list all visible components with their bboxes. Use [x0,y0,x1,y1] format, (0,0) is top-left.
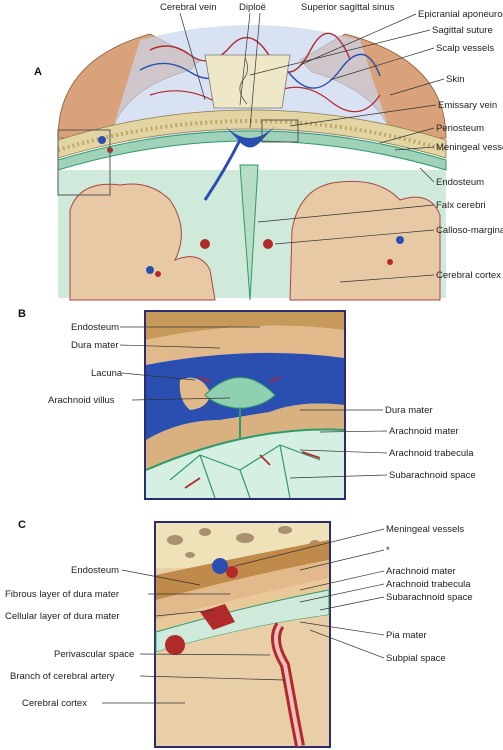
callosomarginal-left-dot [200,239,210,249]
dura-fold [179,377,210,410]
arrow-b2 [259,454,271,466]
label-arachnoid-mater-b: Arachnoid mater [389,426,459,437]
arrow-b3 [301,451,321,459]
label-perivascular-space: Perivascular space [54,649,134,660]
arachnoid-mater-b [145,428,345,471]
label-arachnoid-villus: Arachnoid villus [48,395,115,406]
meningeal-vein-c [212,558,228,574]
panel-b-leaders [119,326,388,479]
label-cerebral-vein: Cerebral vein [160,2,217,13]
trabeculae-b [169,444,321,499]
dura-b-top [146,325,344,365]
cortex-right [289,180,441,301]
cerebral-vein-path [203,139,242,201]
label-superior-sagittal-sinus: Superior sagittal sinus [301,2,395,13]
label-subarachnoid-space-c: Subarachnoid space [386,592,473,603]
label-periosteum: Periosteum [436,123,484,134]
panel-a-leaders [179,12,445,283]
vessel-dot-a4 [387,259,393,265]
panel-c-leaders [102,528,385,704]
label-epicranial-aponeurosis: Epicranial aponeurosis [418,9,503,20]
vessel-dot-a2 [155,271,161,277]
label-cerebral-cortex-c: Cerebral cortex [22,698,87,709]
arachnoid-villus [204,377,276,409]
skull-bone [57,109,447,159]
panel-c-letter: C [18,519,26,531]
label-arachnoid-trabecula-b: Arachnoid trabecula [389,448,474,459]
label-arachnoid-mater-c: Arachnoid mater [386,566,456,577]
label-subpial-space: Subpial space [386,653,446,664]
superior-sagittal-sinus [225,126,275,148]
label-cerebral-cortex-a: Cerebral cortex [436,270,501,281]
vessel-dot-a1 [146,266,154,274]
cortex-left [69,183,216,301]
label-skin: Skin [446,74,464,85]
label-pia-mater: Pia mater [386,630,427,641]
vessel-dot-a3 [396,236,404,244]
inset-box-c-marker [57,129,111,196]
meningeal-artery-c [226,566,238,578]
panel-a-letter: A [34,66,42,78]
inset-box-b-marker [261,119,299,143]
label-arachnoid-trabecula-c: Arachnoid trabecula [386,579,471,590]
label-sagittal-suture: Sagittal suture [432,25,493,36]
panel-b-illustration [144,310,346,500]
label-endosteum-a: Endosteum [436,177,484,188]
cortex-c [156,615,329,746]
vessel-c-left [165,635,185,655]
dura-b-right [146,403,344,470]
panel-b-letter: B [18,308,26,320]
label-dura-mater-b-left: Dura mater [71,340,119,351]
aponeurosis-block [204,54,291,109]
label-endosteum-c: Endosteum [71,565,119,576]
label-branch-cerebral-artery: Branch of cerebral artery [10,671,115,682]
label-lacuna: Lacuna [91,368,123,379]
label-callosomarginal-artery: Calloso-marginal artery [436,225,503,236]
label-scalp-vessels: Scalp vessels [436,43,494,54]
cellular-layer-c [156,578,329,632]
label-meningeal-vessels: Meningeal vessels [436,142,503,153]
scalp-artery [149,32,351,73]
meningeal-vein-dot [98,136,106,144]
label-emissary-vein: Emissary vein [438,100,497,111]
label-falx-cerebri: Falx cerebri [436,200,486,211]
artery-lumen [274,623,302,747]
falx-cerebri [239,164,259,301]
label-asterisk: * [386,545,390,556]
endosteum-b [146,312,344,340]
label-cellular-layer: Cellular layer of dura mater [5,611,120,622]
fibrous-layer-c [156,560,329,620]
callosomarginal-right-dot [263,239,273,249]
label-fibrous-layer: Fibrous layer of dura mater [5,589,119,600]
panel-c-illustration [154,521,331,748]
label-dura-mater-b-right: Dura mater [385,405,433,416]
label-diploe: Diploë [239,2,266,13]
arrows-lacuna [199,376,281,383]
label-meningeal-vessels-c: Meningeal vessels [386,524,464,535]
diploe-texture [57,119,447,152]
label-endosteum-b: Endosteum [71,322,119,333]
arrow-b1 [184,477,201,489]
panel-a-illustration [57,25,447,301]
label-subarachnoid-space-b: Subarachnoid space [389,470,476,481]
